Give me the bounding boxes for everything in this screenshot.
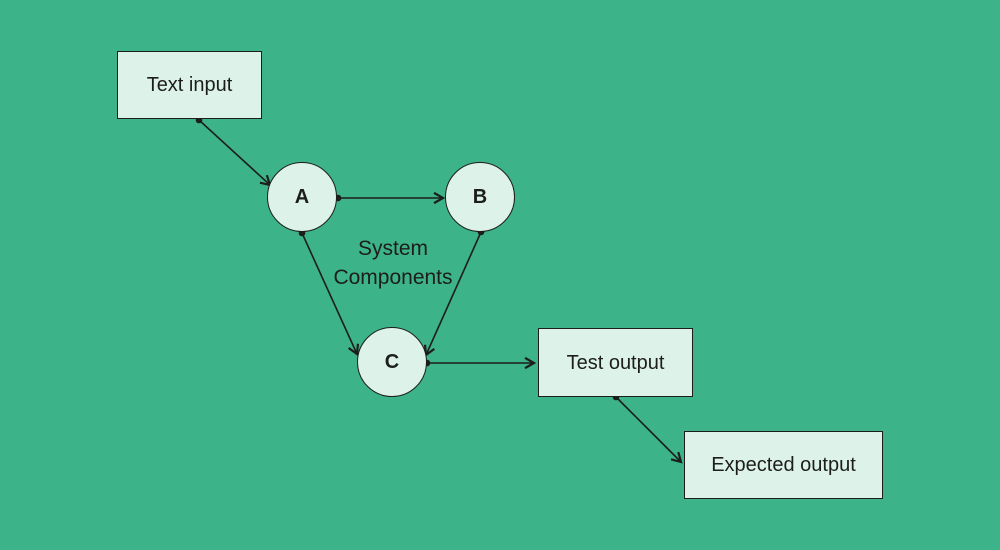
node-text-input[interactable]: Text input xyxy=(117,51,262,119)
node-b-label: B xyxy=(472,186,488,208)
node-test-output-label: Test output xyxy=(566,351,665,374)
node-expected-output-label: Expected output xyxy=(711,454,856,476)
node-test-output[interactable]: Test output xyxy=(538,328,693,397)
node-a[interactable]: A xyxy=(267,162,337,232)
annotation-line-2: Components xyxy=(333,266,453,289)
node-expected-output[interactable]: Expected output xyxy=(684,431,883,499)
arrow-test-output-to-expected-output xyxy=(615,396,681,462)
node-c-label: C xyxy=(384,351,400,373)
annotation-system-components: System Components xyxy=(273,234,513,292)
node-b[interactable]: B xyxy=(445,162,515,232)
node-text-input-label: Text input xyxy=(146,74,233,96)
arrow-text-input-to-node-a xyxy=(198,119,270,185)
node-c[interactable]: C xyxy=(357,327,427,397)
annotation-line-1: System xyxy=(357,237,428,260)
node-a-label: A xyxy=(294,186,310,208)
